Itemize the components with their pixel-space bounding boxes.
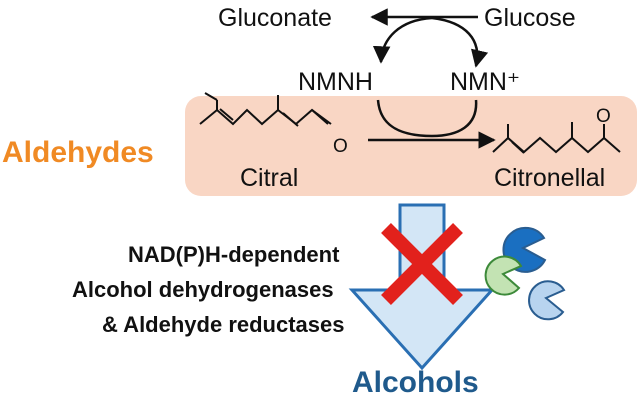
enzyme-line-3: & Aldehyde reductases [102, 312, 345, 337]
enzyme-green-pacman [484, 255, 523, 296]
aldehydes-label: Aldehydes [2, 136, 154, 169]
cycle-left-arc [372, 16, 433, 64]
citral-label: Citral [240, 164, 298, 192]
alcohols-label: Alcohols [352, 366, 479, 399]
glucose-label: Glucose [484, 4, 576, 32]
nmn-plus-label: NMN⁺ [450, 68, 520, 96]
enzyme-lightblue-pacman [528, 280, 566, 321]
citral-oxygen-atom: O [333, 136, 348, 157]
red-x-icon [381, 223, 463, 305]
pacman-enzymes-icon [484, 226, 566, 321]
nmnh-label: NMNH [298, 68, 373, 96]
down-arrow [348, 203, 496, 371]
enzyme-line-2: Alcohol dehydrogenases [72, 277, 334, 302]
citronellal-structure [492, 122, 621, 154]
citral-structure [199, 92, 332, 127]
citronellal-oxygen-atom: O [596, 106, 611, 127]
cycle-right-arc [431, 16, 489, 68]
cycle-bottom-left-arc [376, 99, 433, 138]
cycle-bottom-right-arc [431, 99, 478, 138]
citronellal-label: Citronellal [494, 164, 605, 192]
enzyme-line-1: NAD(P)H-dependent [128, 242, 340, 267]
gluconate-label: Gluconate [218, 4, 332, 32]
